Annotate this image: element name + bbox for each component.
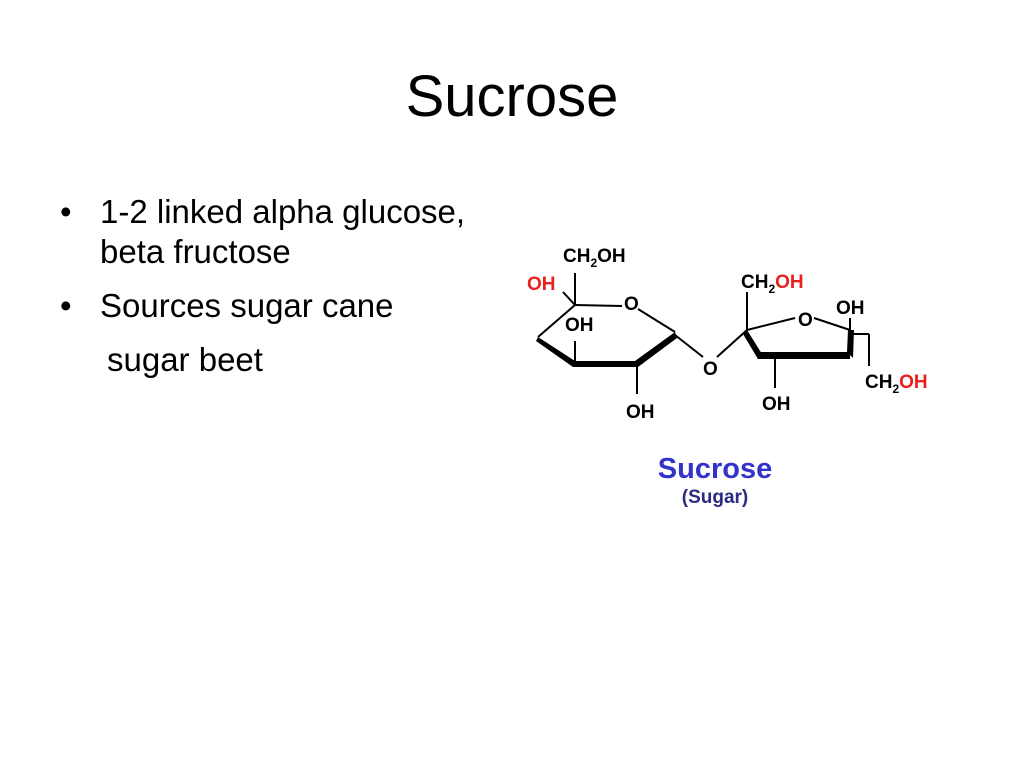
- caption-title: Sucrose: [657, 453, 773, 485]
- sucrose-structure-diagram: CH2OH OH O OH OH O CH2OH O OH OH CH2OH: [527, 246, 928, 423]
- bullet-marker: •: [60, 287, 72, 324]
- caption-subtitle: (Sugar): [681, 487, 749, 508]
- bullet-text: Sources sugar cane: [100, 287, 394, 324]
- bullet-text: 1-2 linked alpha glucose, beta fructose: [100, 193, 466, 270]
- glucose-bond-top-left: [574, 304, 623, 307]
- glucose-bond-top-right: [637, 308, 676, 333]
- fructose-bond-top-right: [813, 317, 851, 331]
- fructose-bond-front-left: [743, 330, 762, 359]
- glycosidic-bond-left: [674, 334, 704, 358]
- glucose-bottom-oh-label: OH: [626, 402, 655, 423]
- glucose-bond-front-bottom: [573, 361, 637, 367]
- bullet-item: • 1-2 linked alpha glucose, beta fructos…: [60, 192, 510, 272]
- bullet-marker: •: [60, 193, 72, 230]
- glucose-left-oh-label: OH: [527, 274, 556, 295]
- slide-title: Sucrose: [405, 64, 619, 129]
- glucose-bond-oh-left: [562, 291, 576, 306]
- glucose-inner-oh-label: OH: [565, 315, 594, 336]
- glucose-bond-front-left: [536, 337, 575, 367]
- diagram-caption: Sucrose (Sugar): [640, 452, 790, 510]
- bullet-item: • Sources sugar cane: [60, 286, 510, 326]
- glycosidic-bond-right: [716, 329, 748, 358]
- fructose-top-ch2oh-label: CH2OH: [741, 272, 804, 296]
- bullet-continuation-text: sugar beet: [107, 341, 263, 378]
- glucose-bond-front-right: [635, 332, 677, 367]
- glucose-ch2oh-label: CH2OH: [563, 246, 626, 270]
- fructose-bond-front-bottom: [758, 352, 850, 359]
- fructose-bottom-oh-label: OH: [762, 394, 791, 415]
- glucose-ring-o-label: O: [624, 294, 639, 315]
- fructose-ring-o-label: O: [798, 310, 813, 331]
- fructose-ch2oh-label: CH2OH: [865, 372, 928, 396]
- fructose-bond-top-left: [746, 317, 796, 331]
- glucose-bond-left: [537, 304, 576, 338]
- fructose-right-oh-label: OH: [836, 298, 865, 319]
- fructose-bond-front-right: [847, 330, 854, 358]
- glycosidic-oxygen-label: O: [703, 359, 718, 380]
- bullet-list: • 1-2 linked alpha glucose, beta fructos…: [60, 192, 510, 380]
